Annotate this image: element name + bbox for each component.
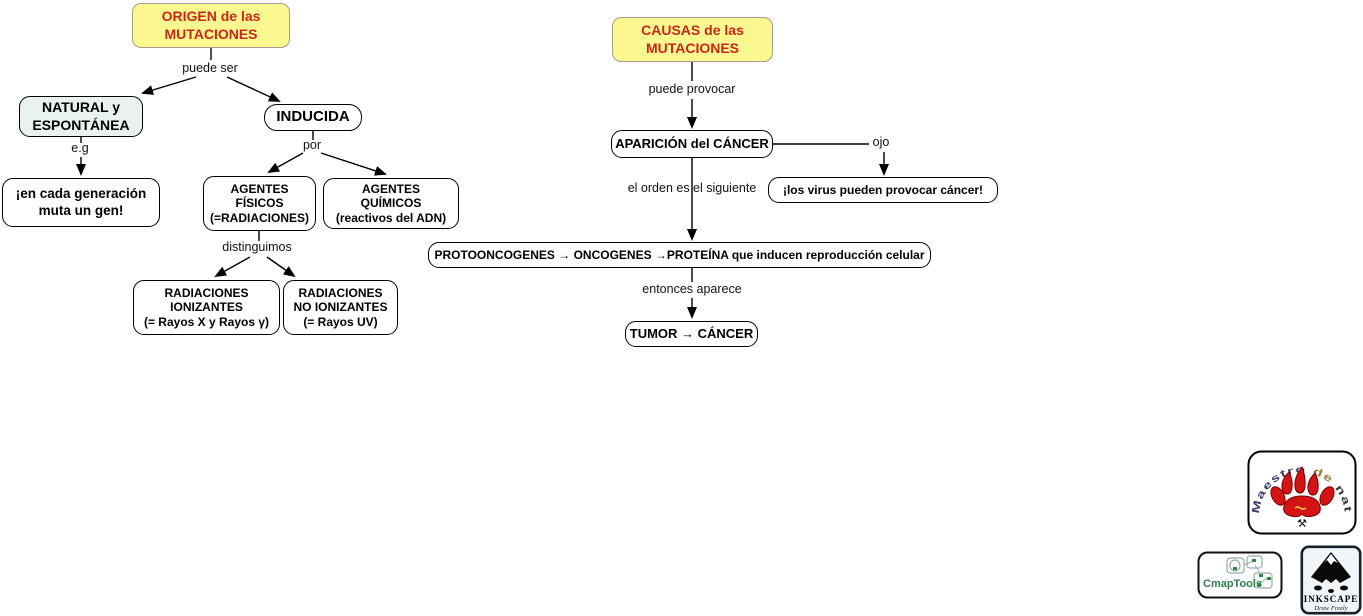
node-inducida: INDUCIDA [264,104,362,131]
paw-pad-mark [1294,506,1307,510]
inkscape-tagline: Draw Freely [1313,605,1347,612]
inkscape-wordmark: INKSCAPE [1304,594,1359,604]
cmaptools-logo: CmapTools [1197,551,1283,604]
node-origen-mutaciones: ORIGEN de las MUTACIONES [132,3,290,48]
link-label-distinguimos: distinguimos [222,240,292,254]
node-virus-cancer: ¡los virus pueden provocar cáncer! [768,177,998,203]
paw-print-icon: Maestro de naturales ⚒ [1242,441,1357,535]
cmaptools-wordmark: CmapTools [1203,578,1262,590]
node-natural-espontanea: NATURAL y ESPONTÁNEA [19,96,143,137]
cmaptools-icon: CmapTools [1197,551,1283,599]
node-agentes-fisicos: AGENTES FÍSICOS (=RADIACIONES) [203,176,316,231]
node-tumor-cancer: TUMOR → CÁNCER [625,321,758,347]
inkscape-logo: INKSCAPE Draw Freely [1300,545,1362,616]
link-label-ojo: ojo [872,135,890,149]
link-label-el-orden: el orden es el siguiente [627,181,757,195]
connector-arrow [266,256,296,278]
link-label-puede-ser: puede ser [182,61,238,75]
link-label-por: por [302,138,322,152]
inkscape-icon: INKSCAPE Draw Freely [1300,545,1362,615]
connector-arrow [226,76,281,102]
connector-arrow [214,256,251,277]
crossed-hammers-icon: ⚒ [1297,518,1307,530]
connector-arrow [320,152,387,176]
link-label-puede-provocar: puede provocar [648,82,736,96]
link-label-entonces-aparece: entonces aparece [642,282,742,296]
connector-arrow [267,152,304,173]
node-agentes-quimicos: AGENTES QUÍMICOS (reactivos del ADN) [323,178,459,229]
connector-arrow [141,76,197,95]
node-aparicion-cancer: APARICIÓN del CÁNCER [611,130,773,158]
node-radiaciones-no-ionizantes: RADIACIONES NO IONIZANTES (= Rayos UV) [283,280,398,335]
node-muta-un-gen: ¡en cada generación muta un gen! [2,178,160,227]
link-label-eg: e.g [71,141,89,155]
maestro-naturales-logo: Maestro de naturales ⚒ [1242,441,1357,540]
node-protooncogenes-chain: PROTOONCOGENES → ONCOGENES →PROTEÍNA que… [428,242,931,268]
node-causas-mutaciones: CAUSAS de las MUTACIONES [612,17,773,62]
node-radiaciones-ionizantes: RADIACIONES IONIZANTES (= Rayos X y Rayo… [133,280,280,335]
